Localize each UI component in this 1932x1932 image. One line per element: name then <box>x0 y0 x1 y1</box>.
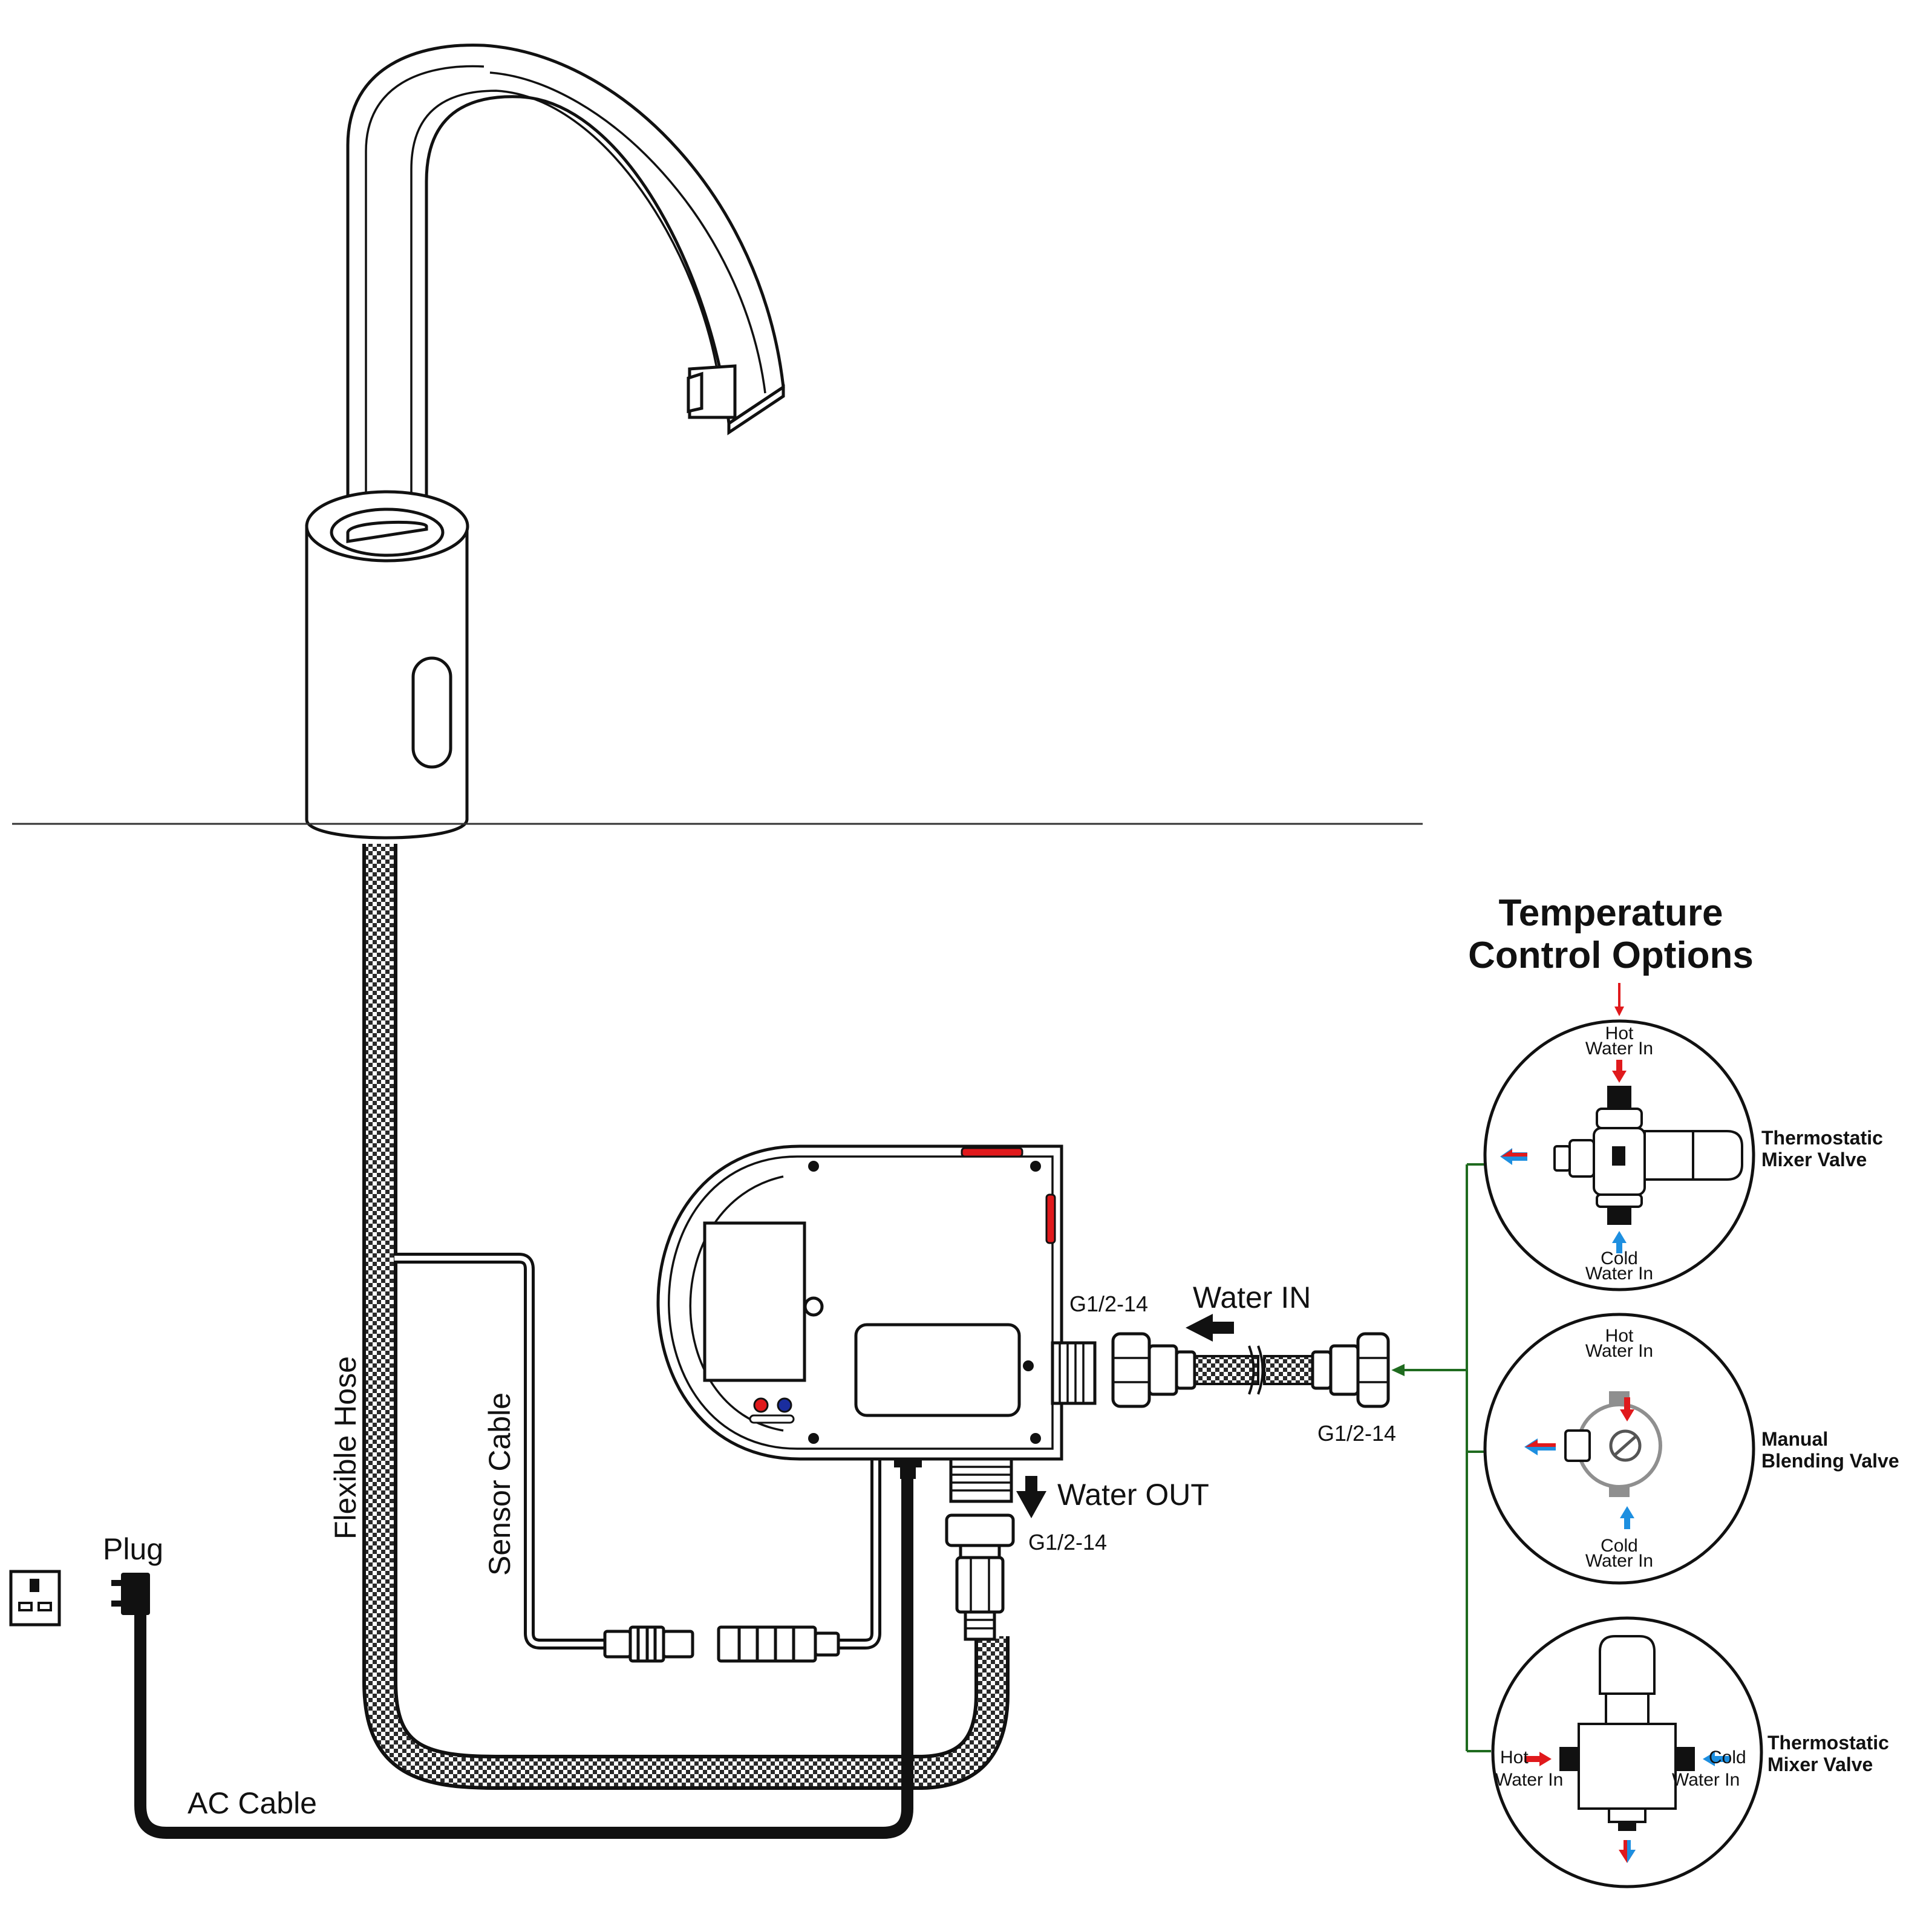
option-3-hot-label-2: Water In <box>1495 1770 1563 1790</box>
option-3-hot-label-1: Hot <box>1500 1748 1529 1767</box>
option-3-cold-label-2: Water In <box>1672 1770 1740 1790</box>
water-out-label: Water OUT <box>1057 1478 1209 1512</box>
ac-cable-label: AC Cable <box>188 1786 317 1820</box>
flexible-hose <box>362 844 1010 1790</box>
water-out-arrow-icon <box>1016 1476 1046 1518</box>
options-bracket <box>1391 1163 1491 1752</box>
plug-icon <box>111 1573 150 1627</box>
plug-label: Plug <box>103 1532 163 1566</box>
option-2-name-1: Manual <box>1761 1428 1828 1450</box>
option-2-hot-label-2: Water In <box>1585 1341 1653 1361</box>
option-1-name-2: Mixer Valve <box>1761 1149 1867 1170</box>
hot-supply-arrow-icon <box>1614 983 1624 1016</box>
inlet-thread-label: G1/2-14 <box>1069 1291 1148 1316</box>
outlet-thread-label: G1/2-14 <box>1028 1530 1107 1555</box>
option-3-name-2: Mixer Valve <box>1767 1754 1873 1775</box>
water-in-label: Water IN <box>1193 1281 1311 1314</box>
title-line-2: Control Options <box>1468 935 1754 976</box>
inlet-hose <box>1111 1332 1390 1408</box>
option-2-cold-label-2: Water In <box>1585 1551 1653 1571</box>
option-3-cold-label-1: Cold <box>1709 1748 1746 1767</box>
water-in-arrow-icon <box>1186 1314 1234 1342</box>
option-2-name-2: Blending Valve <box>1761 1450 1899 1472</box>
option-2-cold-label-1: Cold <box>1601 1536 1638 1556</box>
title-line-1: Temperature <box>1499 892 1723 934</box>
wall-socket-icon <box>9 1570 61 1627</box>
hose-end-thread-label: G1/2-14 <box>1317 1421 1396 1446</box>
option-thermostatic-mixer-2: Hot Water In Cold Water In <box>1491 1616 1763 1888</box>
option-thermostatic-mixer-1: Hot Water In Cold Water In <box>1483 1019 1755 1291</box>
option-1-name-1: Thermostatic <box>1761 1127 1883 1149</box>
sensor-cable-label: Sensor Cable <box>483 1392 517 1576</box>
option-1-hot-label-1: Hot <box>1605 1023 1634 1043</box>
control-box <box>656 1144 1097 1503</box>
faucet <box>305 44 785 840</box>
option-1-hot-label-2: Water In <box>1585 1039 1653 1059</box>
sensor-cable <box>394 1253 881 1663</box>
option-manual-blending-valve: Hot Water In Cold Water In <box>1483 1313 1755 1585</box>
option-3-name-1: Thermostatic <box>1767 1732 1889 1754</box>
option-1-cold-label-1: Cold <box>1601 1248 1638 1268</box>
outlet-fitting <box>945 1513 1015 1641</box>
option-1-cold-label-2: Water In <box>1585 1264 1653 1284</box>
flexible-hose-label: Flexible Hose <box>328 1356 362 1539</box>
option-2-hot-label-1: Hot <box>1605 1326 1634 1346</box>
